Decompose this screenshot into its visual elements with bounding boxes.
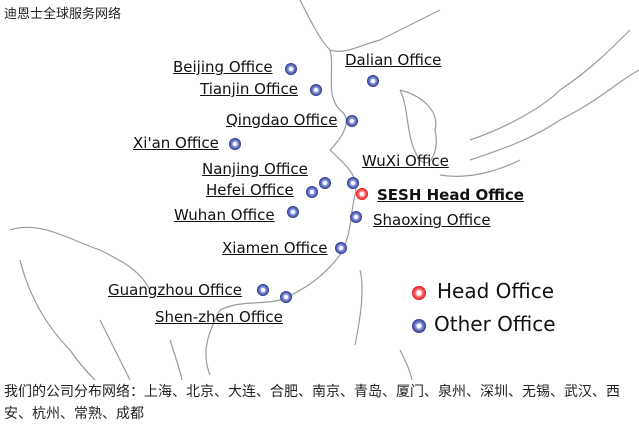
office-marker-qingdao[interactable] xyxy=(346,115,358,127)
office-marker-xiamen[interactable] xyxy=(335,242,347,254)
legend-other-icon xyxy=(412,319,426,333)
office-label-dalian[interactable]: Dalian Office xyxy=(345,51,442,69)
office-label-wuhan[interactable]: Wuhan Office xyxy=(174,206,275,224)
office-label-hefei[interactable]: Hefei Office xyxy=(206,181,294,199)
office-network-description: 我们的公司分布网络：上海、北京、大连、合肥、南京、青岛、厦门、泉州、深圳、无锡、… xyxy=(4,384,620,422)
office-marker-nanjing[interactable] xyxy=(319,177,331,189)
office-marker-beijing[interactable] xyxy=(285,63,297,75)
office-label-nanjing[interactable]: Nanjing Office xyxy=(202,160,308,178)
office-label-shaoxing[interactable]: Shaoxing Office xyxy=(373,211,491,229)
office-marker-wuxi[interactable] xyxy=(347,177,359,189)
office-marker-wuhan[interactable] xyxy=(287,206,299,218)
legend-head-icon xyxy=(412,286,426,300)
office-marker-shenzhen[interactable] xyxy=(280,291,292,303)
office-marker-guangzhou[interactable] xyxy=(257,284,269,296)
office-marker-dalian[interactable] xyxy=(367,75,379,87)
office-label-beijing[interactable]: Beijing Office xyxy=(173,58,273,76)
page-title: 迪恩士全球服务网络 xyxy=(4,7,122,22)
office-label-tianjin[interactable]: Tianjin Office xyxy=(200,80,298,98)
office-marker-tianjin[interactable] xyxy=(310,84,322,96)
office-label-shenzhen[interactable]: Shen-zhen Office xyxy=(155,308,283,326)
office-marker-xian[interactable] xyxy=(229,138,241,150)
office-marker-hefei[interactable] xyxy=(306,186,318,198)
office-label-sesh-head[interactable]: SESH Head Office xyxy=(377,186,524,204)
legend-head-label: Head Office xyxy=(437,279,555,303)
office-marker-sesh-head[interactable] xyxy=(356,188,368,200)
office-label-xiamen[interactable]: Xiamen Office xyxy=(222,239,328,257)
office-label-wuxi[interactable]: WuXi Office xyxy=(362,152,449,170)
map-outline xyxy=(9,0,639,380)
office-label-qingdao[interactable]: Qingdao Office xyxy=(226,111,338,129)
office-marker-shaoxing[interactable] xyxy=(350,211,362,223)
office-label-xian[interactable]: Xi'an Office xyxy=(133,134,219,152)
legend-other-label: Other Office xyxy=(434,312,556,336)
office-label-guangzhou[interactable]: Guangzhou Office xyxy=(108,281,242,299)
